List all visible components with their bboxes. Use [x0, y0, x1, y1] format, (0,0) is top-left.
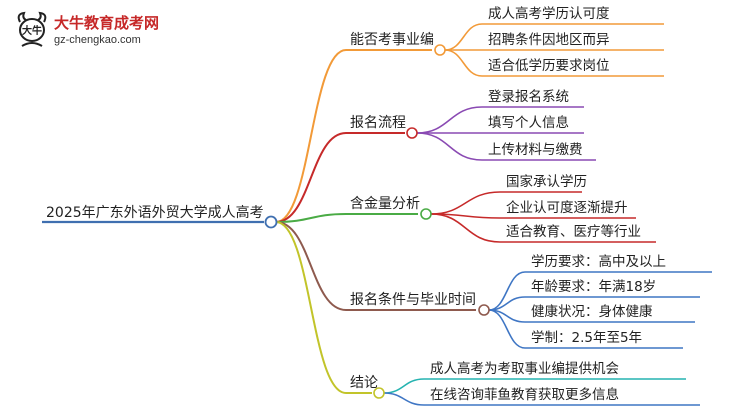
branch-node-dot: [478, 304, 490, 316]
branch-label: 报名条件与毕业时间: [350, 291, 476, 308]
leaf-label: 学制：2.5年至5年: [531, 330, 642, 346]
branch-to-leaf-edge: [416, 106, 483, 134]
root-to-branch-edge: [275, 221, 347, 311]
leaf-label: 招聘条件因地区而异: [488, 31, 610, 48]
branch-to-leaf-edge: [444, 23, 483, 51]
bull-logo-icon: 大牛: [17, 11, 47, 47]
branch-label: 结论: [350, 375, 378, 391]
leaf-label: 成人高考为考取事业编提供机会: [430, 360, 619, 377]
leaf-label: 国家承认学历: [506, 173, 587, 190]
branch-to-leaf-edge: [430, 213, 501, 243]
branch-to-leaf-edge: [383, 378, 425, 394]
logo-title: 大牛教育成考网: [54, 14, 160, 32]
mindmap-edges: [275, 23, 526, 406]
leaf-label: 年龄要求：年满18岁: [531, 279, 656, 295]
logo-mark-text: 大牛: [22, 24, 42, 37]
leaf-label: 适合低学历要求岗位: [488, 58, 610, 74]
branch-to-leaf-edge: [416, 132, 483, 161]
branch-to-leaf-edge: [488, 309, 526, 349]
root-node-dot: [264, 215, 278, 229]
branch-to-leaf-edge: [444, 49, 483, 77]
branch-node-dot: [406, 127, 418, 139]
branch-to-leaf-edge: [430, 191, 501, 215]
branch-node-dot: [373, 387, 385, 399]
branch-node-dot: [420, 208, 432, 220]
root-label: 2025年广东外语外贸大学成人高考: [46, 204, 264, 221]
branch-label: 能否考事业编: [350, 32, 434, 48]
leaf-label: 健康状况：身体健康: [531, 303, 653, 320]
branch-node-dot: [434, 44, 446, 56]
root-to-branch-edge: [275, 213, 347, 223]
site-logo: 大牛 大牛教育成考网 gz-chengkao.com: [8, 6, 160, 54]
branch-label: 报名流程: [350, 115, 406, 131]
leaf-label: 在线咨询菲鱼教育获取更多信息: [430, 386, 619, 403]
leaf-label: 成人高考学历认可度: [488, 5, 610, 22]
leaf-label: 登录报名系统: [488, 89, 569, 105]
root-to-branch-edge: [275, 221, 347, 394]
leaf-label: 适合教育、医疗等行业: [506, 223, 641, 240]
logo-url: gz-chengkao.com: [54, 34, 141, 46]
branch-to-leaf-edge: [383, 392, 425, 406]
leaf-label: 上传材料与缴费: [488, 142, 583, 158]
leaf-label: 学历要求：高中及以上: [531, 253, 666, 270]
branch-label: 含金量分析: [350, 196, 420, 212]
root-to-branch-edge: [275, 132, 347, 223]
leaf-label: 填写个人信息: [488, 114, 569, 131]
mindmap-nodes: 2025年广东外语外贸大学成人高考 能否考事业编 成人高考学历认可度招聘条件因地区而…: [42, 5, 712, 406]
leaf-label: 企业认可度逐渐提升: [506, 199, 628, 216]
root-to-branch-edge: [275, 49, 347, 223]
